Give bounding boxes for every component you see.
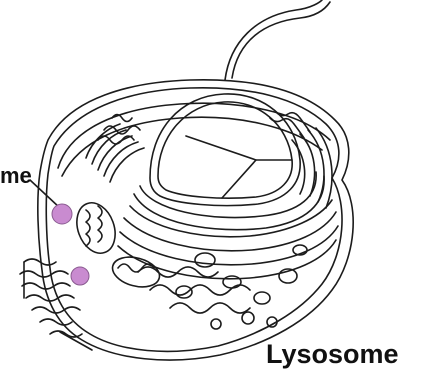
partial-organelle-label: me <box>0 165 32 187</box>
flagellum-inner <box>225 0 322 80</box>
nuclear-envelope-ring <box>140 172 316 218</box>
lysosome-lower <box>71 267 89 285</box>
mitochondrion-left <box>70 197 122 258</box>
lysosome-title: Lysosome <box>266 341 399 368</box>
cell-membrane <box>38 80 353 360</box>
lysosome-upper <box>52 204 72 224</box>
nucleus-cut <box>186 136 256 198</box>
nuclear-envelope-ring-2 <box>134 176 324 230</box>
label-leader-line <box>30 180 60 208</box>
